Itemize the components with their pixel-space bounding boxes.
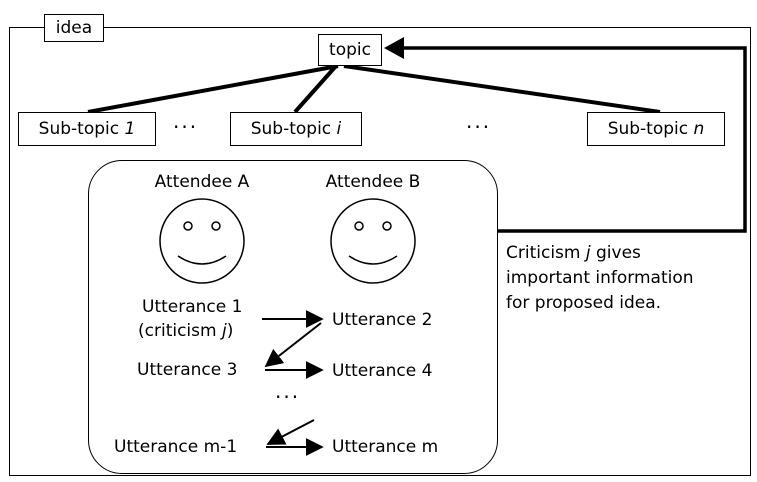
utterance-4: Utterance 4 [332,361,433,381]
discussion-group [88,160,498,474]
note-line-1: Criticism j gives [506,243,641,263]
note-line-1-post: gives [590,243,641,263]
attendee-b-face [330,198,416,284]
ellipsis-left: ··· [173,115,199,139]
utterance-m: Utterance m [332,437,439,457]
attendee-b-label: Attendee B [325,172,421,192]
subtopic-1-box: Sub-topic 1 [18,112,156,146]
topic-box: topic [318,34,382,66]
subtopic-i-box: Sub-topic i [230,112,362,146]
subtopic-n-prefix: Sub-topic [607,119,694,139]
arrow-to-um1 [266,419,315,445]
subtopic-n-box: Sub-topic n [587,112,725,146]
subtopic-1-index: 1 [124,119,136,139]
utterance-m-1: Utterance m-1 [114,437,238,457]
subtopic-i-index: i [336,119,342,139]
ellipsis-utterances: ··· [275,385,301,409]
topic-to-subtopic-1-line [87,64,339,114]
attendee-a-label: Attendee A [154,172,250,192]
utterance-1-criticism-var: j [221,321,227,341]
subtopic-n-index: n [693,119,705,139]
utterance-1-criticism: (criticism j) [138,321,233,341]
utterance-1-criticism-post: ) [226,321,234,341]
idea-label: idea [44,14,104,42]
ellipsis-right: ··· [466,115,492,139]
utterance-3: Utterance 3 [137,360,238,380]
subtopic-1-prefix: Sub-topic [38,119,125,139]
note-line-2: important information [506,268,694,288]
feedback-line [394,46,747,233]
idea-frame [9,27,751,476]
attendee-a-face [159,198,245,284]
feedback-arrowhead [384,37,404,59]
subtopic-i-prefix: Sub-topic [250,119,337,139]
topic-to-subtopic-n-line [343,64,661,114]
utterance-2: Utterance 2 [332,310,433,330]
topic-to-subtopic-i-line [293,64,338,114]
arrow-u2-u3 [264,322,322,368]
utterance-1: Utterance 1 [142,297,243,317]
note-line-1-pre: Criticism [506,243,586,263]
note-line-3: for proposed idea. [506,293,662,313]
utterance-1-criticism-pre: (criticism [138,321,222,341]
note-line-1-var: j [585,243,591,263]
